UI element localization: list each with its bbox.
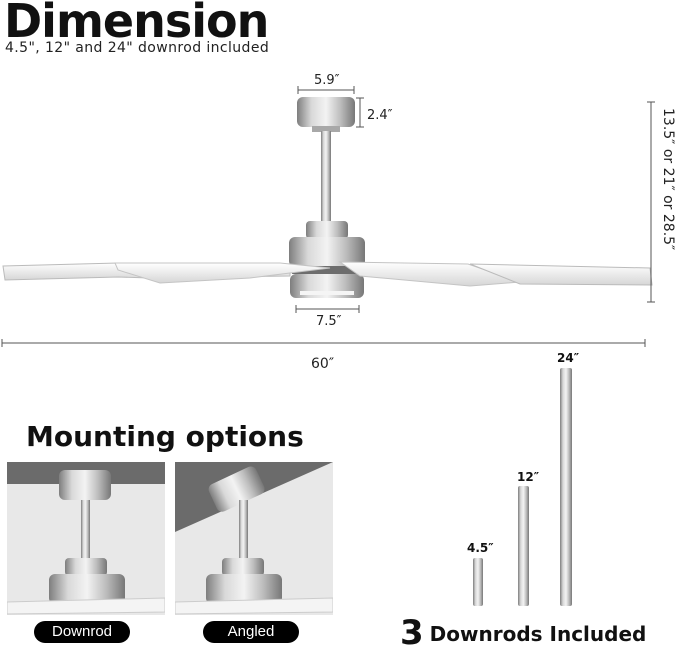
downrod-option-badge: Downrod (34, 621, 130, 643)
page-subtitle: 4.5", 12" and 24" downrod included (5, 40, 270, 56)
page-title: Dimension (4, 0, 269, 48)
downrod-12 (518, 486, 529, 606)
fan-blades (2, 261, 653, 287)
downrod-24-label: 24″ (557, 351, 580, 365)
fan-dimension-diagram (1, 86, 655, 347)
angled-mount-photo (175, 462, 333, 615)
motor-housing (289, 221, 365, 298)
downrods-caption-text: Downrods Included (429, 622, 647, 645)
downrod-12-label: 12″ (517, 470, 540, 484)
blade-span-label: 60″ (311, 356, 335, 372)
downrods-count: 3 (400, 613, 424, 645)
downrod (321, 131, 331, 224)
canopy-width-label: 5.9″ (314, 73, 340, 88)
total-height-label: 13.5″ or 21″ or 28.5″ (660, 108, 676, 251)
motor-width-label: 7.5″ (316, 314, 342, 329)
mounting-options-title: Mounting options (26, 420, 304, 453)
canopy-height-label: 2.4″ (367, 108, 393, 123)
downrod-mount-photo (7, 462, 165, 615)
downrod-4-5 (473, 558, 483, 606)
angled-option-badge: Angled (203, 621, 299, 643)
downrods-illustration (473, 368, 572, 606)
downrod-4-5-label: 4.5″ (467, 541, 494, 555)
dimension-lines (1, 86, 655, 347)
canopy (297, 97, 355, 132)
downrod-24 (560, 368, 572, 606)
